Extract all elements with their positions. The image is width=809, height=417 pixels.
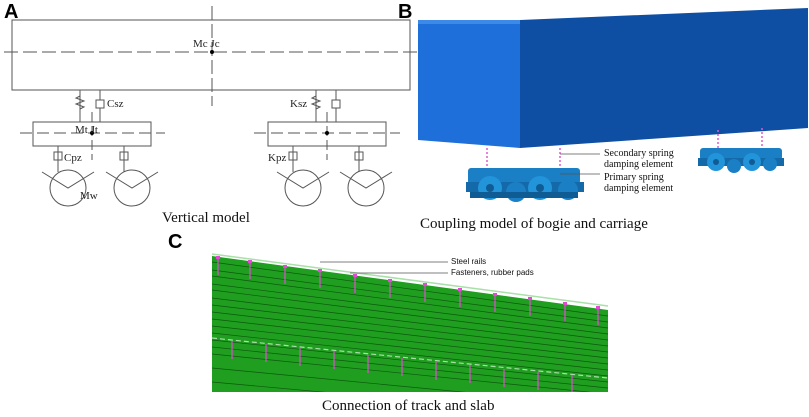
carbody-box — [11, 19, 411, 91]
label-wheel-mass: Mw — [80, 190, 98, 202]
carriage-side-face — [520, 8, 808, 148]
callout-secondary-spring: Secondary spring damping element — [604, 148, 674, 170]
panel-letter-b: B — [398, 1, 413, 23]
bogie-left — [466, 168, 584, 202]
label-secondary-damping: Csz — [107, 98, 124, 110]
panel-letter-c: C — [168, 231, 183, 253]
panel-letter-a: A — [4, 1, 19, 23]
callout-fasteners: Fasteners, rubber pads — [451, 268, 534, 277]
steel-rail-lower — [211, 337, 609, 379]
bogie-right — [698, 148, 784, 173]
wheel-3 — [284, 169, 322, 207]
carriage-front-face — [418, 20, 520, 148]
label-primary-damping: Cpz — [64, 152, 82, 164]
label-bogie-mass: Mt Jt — [75, 124, 98, 136]
steel-rail-upper — [211, 253, 609, 307]
label-carbody-mass: Mc Jc — [193, 38, 220, 50]
caption-coupling-model: Coupling model of bogie and carriage — [420, 216, 648, 232]
wheel-4 — [347, 169, 385, 207]
slab-surface — [212, 256, 608, 392]
label-secondary-stiffness: Ksz — [290, 98, 308, 110]
callout-steel-rails: Steel rails — [451, 257, 487, 266]
wheel-1 — [49, 169, 87, 207]
wheel-2 — [113, 169, 151, 207]
callout-primary-spring: Primary spring damping element — [604, 172, 674, 194]
caption-track-slab: Connection of track and slab — [322, 398, 495, 414]
label-primary-stiffness: Kpz — [268, 152, 287, 164]
caption-vertical-model: Vertical model — [162, 210, 250, 226]
